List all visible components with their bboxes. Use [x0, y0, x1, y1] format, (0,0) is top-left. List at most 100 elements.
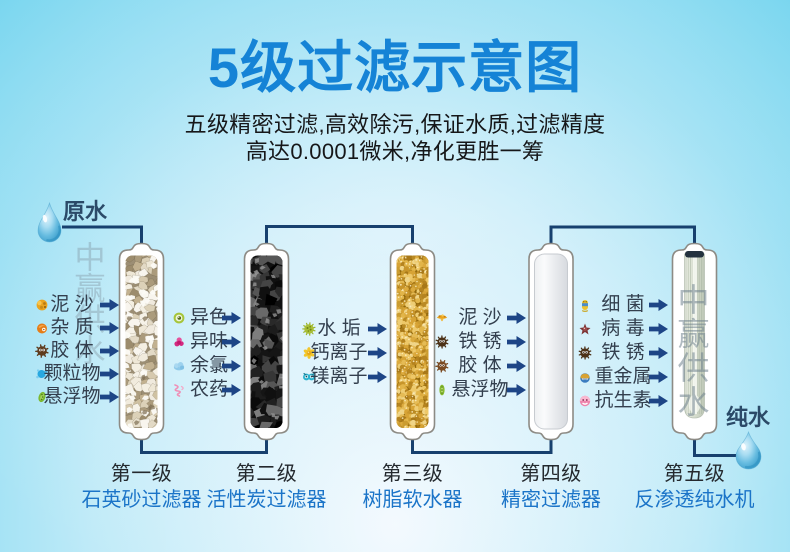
- contaminant-label: 农药: [189, 379, 228, 400]
- stage-tier-label: 第一级: [110, 463, 173, 485]
- scale-icon: [302, 322, 316, 336]
- watermark-char: 中: [677, 282, 709, 318]
- contaminant-label: 余氯: [189, 355, 228, 376]
- contaminant-label: 抗生素: [594, 390, 652, 411]
- contaminant-label: 胶 体: [458, 355, 502, 376]
- suspended2-icon: [439, 384, 445, 396]
- pipe-segment-3: [549, 225, 696, 248]
- contaminant-label: 镁离子: [310, 366, 368, 387]
- filter-cartridge-pp: [528, 242, 574, 441]
- watermark-char: 赢: [75, 272, 106, 307]
- virus-icon: [579, 323, 591, 335]
- stage-name-label: 反渗透纯水机: [634, 489, 755, 511]
- suspended-icon: [38, 391, 46, 403]
- source-water-drop-icon: [37, 201, 62, 243]
- stage-tier-label: 第二级: [235, 463, 298, 485]
- contaminant-icon-wrap: [577, 297, 593, 313]
- flow-arrow-icon: [367, 323, 387, 335]
- heavy-metal-icon: [580, 373, 590, 383]
- pipe-segment-6: [693, 436, 736, 457]
- contaminant-icon-wrap: [434, 382, 450, 398]
- contaminant-label: 异色: [189, 307, 228, 328]
- sediment2-icon: [436, 314, 448, 322]
- impurity-icon: [37, 323, 47, 334]
- contaminant-label: 悬浮物: [451, 379, 509, 400]
- contaminant-label: 泥 沙: [458, 307, 502, 328]
- watermark-char: 供: [75, 303, 106, 338]
- page-title: 5级过滤示意图: [207, 36, 583, 99]
- pipe-segment-4: [140, 436, 268, 454]
- flow-arrow-icon: [506, 360, 526, 372]
- page-subtitle: 五级精密过滤,高效除污,保证水质,过滤精度 高达0.0001微米,净化更胜一筹: [0, 111, 790, 165]
- stage-tier-label: 第三级: [381, 463, 444, 485]
- stage-name-label: 石英砂过滤器: [81, 489, 202, 511]
- contaminant-label: 胶 体: [50, 340, 94, 361]
- pipe-segment-5: [411, 436, 553, 454]
- stage-label-1: 第一级石英砂过滤器: [52, 462, 232, 512]
- magnesium-icon: [303, 372, 315, 381]
- cartridge-media: [125, 255, 158, 428]
- contaminant-icon-wrap: [301, 321, 317, 337]
- flow-arrow-icon: [648, 395, 668, 407]
- stage-tier-label: 第五级: [663, 463, 726, 485]
- odd-smell-icon: [174, 337, 184, 347]
- contaminant-label: 杂 质: [50, 317, 94, 338]
- flow-arrow-icon: [221, 360, 241, 372]
- flow-arrow-icon: [648, 323, 668, 335]
- contaminant-label: 悬浮物: [43, 386, 101, 407]
- flow-arrow-icon: [99, 345, 119, 357]
- flow-arrow-icon: [367, 347, 387, 359]
- contaminant-icon-wrap: [301, 345, 317, 361]
- flow-arrow-icon: [648, 371, 668, 383]
- filter-cartridge-resin: [389, 242, 436, 441]
- colloid2-icon: [435, 359, 449, 373]
- flow-arrow-icon: [99, 368, 119, 380]
- stage-label-4: 第四级精密过滤器: [461, 462, 641, 512]
- flow-arrow-icon: [99, 322, 119, 334]
- flow-arrow-icon: [99, 391, 119, 403]
- stage-label-3: 第三级树脂软水器: [323, 462, 503, 512]
- contaminant-icon-wrap: [34, 366, 50, 382]
- contaminant-icon-wrap: [434, 358, 450, 374]
- flow-arrow-icon: [506, 312, 526, 324]
- contaminant-label: 钙离子: [310, 342, 368, 363]
- antibiotic-icon: [579, 395, 591, 407]
- contaminant-label: 异味: [189, 331, 228, 352]
- flow-arrow-icon: [648, 347, 668, 359]
- contaminant-icon-wrap: [171, 310, 187, 326]
- watermark-char: 供: [677, 350, 709, 386]
- stage-label-5: 第五级反渗透纯水机: [605, 462, 785, 512]
- pipe-lines: [62, 225, 736, 457]
- pure-water-label: 纯水: [726, 405, 771, 430]
- particle-icon: [36, 369, 48, 379]
- contaminant-label: 泥 沙: [50, 294, 94, 315]
- source-water-label: 原水: [63, 199, 108, 224]
- stage-name-label: 精密过滤器: [501, 489, 601, 511]
- contaminant-icon-wrap: [301, 369, 317, 385]
- cartridge-media: [396, 255, 429, 428]
- contaminant-icon-wrap: [577, 369, 593, 385]
- subtitle-line-1: 五级精密过滤,高效除污,保证水质,过滤精度: [184, 112, 606, 137]
- flow-arrow-icon: [648, 299, 668, 311]
- stage-name-label: 树脂软水器: [362, 489, 463, 511]
- filter-cartridge-ro: [671, 242, 718, 441]
- contaminant-icon-wrap: [577, 321, 593, 337]
- flow-arrow-icon: [221, 384, 241, 396]
- contaminant-icon-wrap: [34, 389, 50, 405]
- contaminant-label: 病 毒: [601, 318, 645, 339]
- colloid-icon: [35, 344, 49, 358]
- flow-arrow-icon: [99, 299, 119, 311]
- stage-tier-label: 第四级: [520, 463, 582, 485]
- pipe-segment-2: [265, 225, 414, 248]
- flow-arrow-icon: [367, 371, 387, 383]
- contaminant-icon-wrap: [34, 320, 50, 336]
- contaminant-label: 重金属: [594, 366, 652, 387]
- contaminant-icon-wrap: [171, 358, 187, 374]
- flow-arrow-icon: [506, 384, 526, 396]
- contaminant-icon-wrap: [577, 393, 593, 409]
- pesticide-icon: [174, 384, 184, 397]
- contaminant-icon-wrap: [171, 382, 187, 398]
